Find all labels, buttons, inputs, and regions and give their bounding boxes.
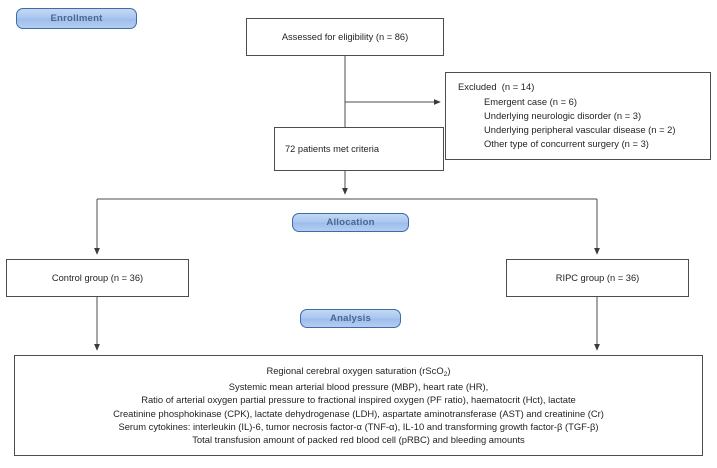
box-outcomes-line-6: Total transfusion amount of packed red b… — [192, 434, 525, 446]
box-excluded-line-3: Underlying neurologic disorder (n = 3) — [484, 109, 642, 121]
box-outcomes-line-2: Systemic mean arterial blood pressure (M… — [228, 380, 489, 392]
box-outcomes-line-1-tail: ) — [447, 365, 451, 377]
box-excluded-line-2: Emergent case (n = 6) — [484, 95, 578, 107]
stage-badge-enrollment: Enrollment — [16, 8, 137, 29]
box-met-criteria: 72 patients met criteria — [274, 127, 444, 171]
box-outcomes-line-5: Serum cytokines: interleukin (IL)-6, tum… — [118, 420, 599, 432]
box-ripc-group: RIPC group (n = 36) — [506, 259, 689, 297]
box-ripc-group-line-1: RIPC group (n = 36) — [555, 272, 640, 283]
box-outcomes-line-3: Ratio of arterial oxygen partial pressur… — [141, 394, 576, 406]
box-excluded-line-5: Other type of concurrent surgery (n = 3) — [484, 138, 649, 150]
box-assessed-for-eligibility: Assessed for eligibility (n = 86) — [246, 18, 444, 56]
stage-badge-analysis: Analysis — [300, 309, 401, 328]
box-outcome-measures: Regional cerebral oxygen saturation (rSc… — [14, 355, 703, 456]
box-excluded: Excluded (n = 14) Emergent case (n = 6) … — [445, 72, 711, 160]
box-met-criteria-line-1: 72 patients met criteria — [285, 143, 380, 154]
stage-badge-allocation-label: Allocation — [326, 217, 375, 228]
stage-badge-analysis-label: Analysis — [329, 313, 372, 324]
box-control-group: Control group (n = 36) — [6, 259, 189, 297]
box-outcomes-line-1-subscript: 2 — [443, 371, 448, 379]
box-outcomes-line-1-text: Regional cerebral oxygen saturation (rSc… — [266, 365, 444, 377]
box-control-group-line-1: Control group (n = 36) — [51, 272, 144, 283]
box-excluded-line-4: Underlying peripheral vascular disease (… — [484, 124, 676, 136]
box-outcomes-line-4: Creatinine phosphokinase (CPK), lactate … — [113, 407, 604, 419]
box-outcomes-line-1: Regional cerebral oxygen saturation (rSc… — [15, 364, 702, 379]
stage-badge-enrollment-label: Enrollment — [50, 13, 103, 24]
box-assessed-line-1: Assessed for eligibility (n = 86) — [281, 31, 409, 42]
box-excluded-line-1: Excluded (n = 14) — [458, 81, 535, 93]
stage-badge-allocation: Allocation — [292, 213, 409, 232]
